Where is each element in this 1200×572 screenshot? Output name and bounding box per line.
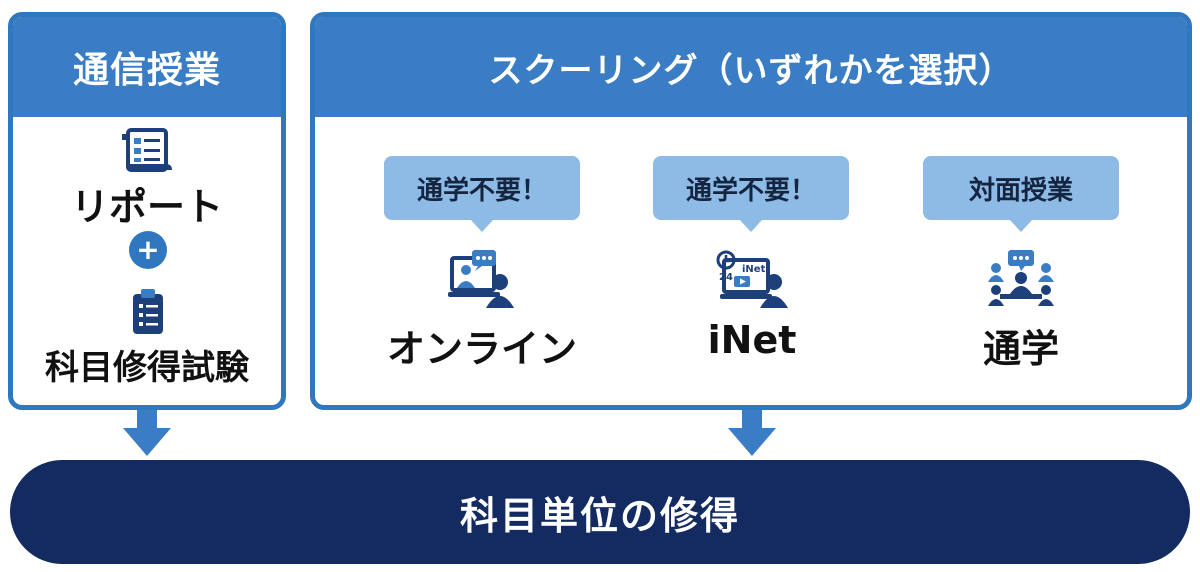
clipboard-icon xyxy=(133,289,163,334)
report-icon xyxy=(122,128,172,172)
online-meeting-icon xyxy=(448,250,514,308)
inet-icon-text: iNet xyxy=(742,264,766,275)
online-label: オンライン xyxy=(386,327,577,371)
inet-label: iNet xyxy=(707,318,797,362)
classroom-icon xyxy=(988,250,1054,306)
inet-video-icon: 24 iNet xyxy=(716,250,788,308)
inet-bubble: 通学不要！ xyxy=(653,156,849,232)
online-bubble: 通学不要！ xyxy=(384,156,580,232)
correspondence-panel: 通信授業 xyxy=(8,12,286,410)
correspondence-title: 通信授業 xyxy=(13,17,281,117)
down-arrow-icon xyxy=(123,410,171,456)
commute-label: 通学 xyxy=(982,327,1059,371)
down-arrow-icon xyxy=(728,410,776,456)
credit-acquisition-bar: 科目単位の修得 xyxy=(10,460,1190,564)
exam-label: 科目修得試験 xyxy=(45,348,249,388)
report-label: リポート xyxy=(70,185,223,229)
in-person-bubble: 対面授業 xyxy=(923,156,1119,232)
plus-icon: + xyxy=(129,231,167,269)
schooling-title: スクーリング（いずれかを選択） xyxy=(315,17,1187,117)
